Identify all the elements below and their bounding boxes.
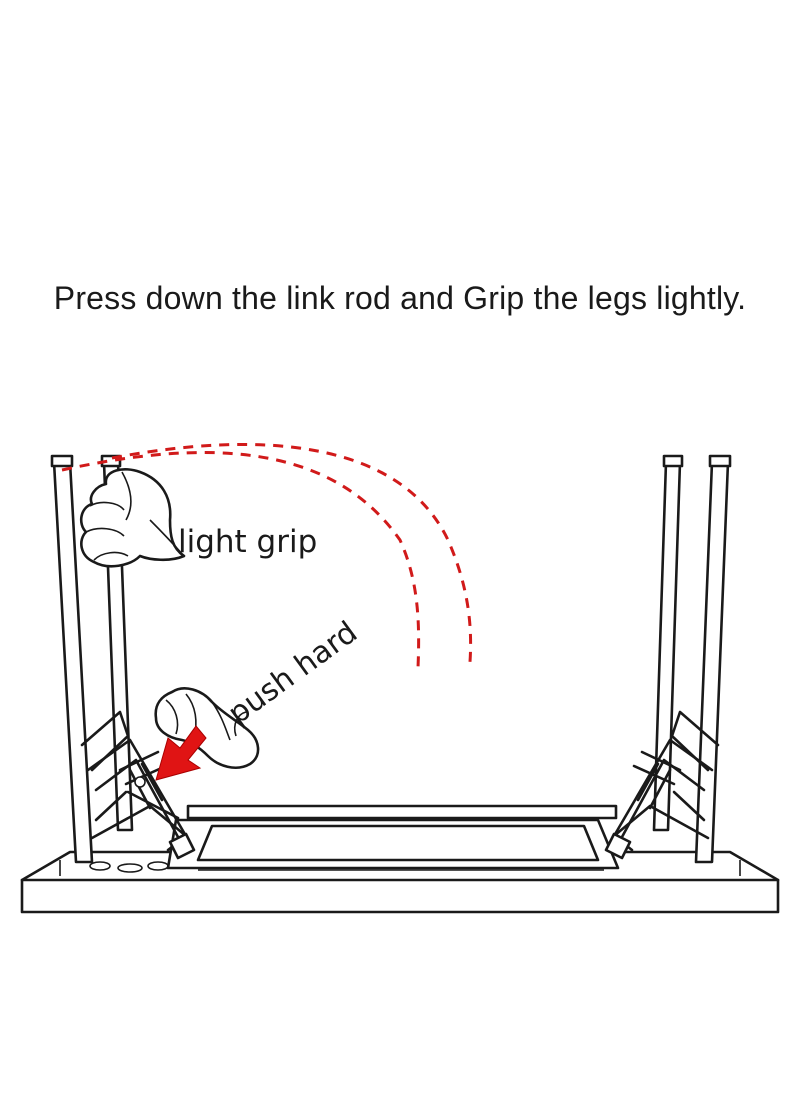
right-folding-bracket: [604, 710, 720, 860]
hand-push-icon: [154, 687, 260, 769]
hand-grip-icon: [79, 468, 186, 568]
link-rod: [126, 776, 180, 820]
frame-rails: [166, 804, 620, 871]
instruction-text: Press down the link rod and Grip the leg…: [53, 280, 747, 316]
arrow-icon: [155, 725, 207, 781]
light-grip-label: light grip: [178, 524, 318, 560]
right-legs: [652, 454, 732, 864]
fold-motion-path: [61, 443, 473, 669]
